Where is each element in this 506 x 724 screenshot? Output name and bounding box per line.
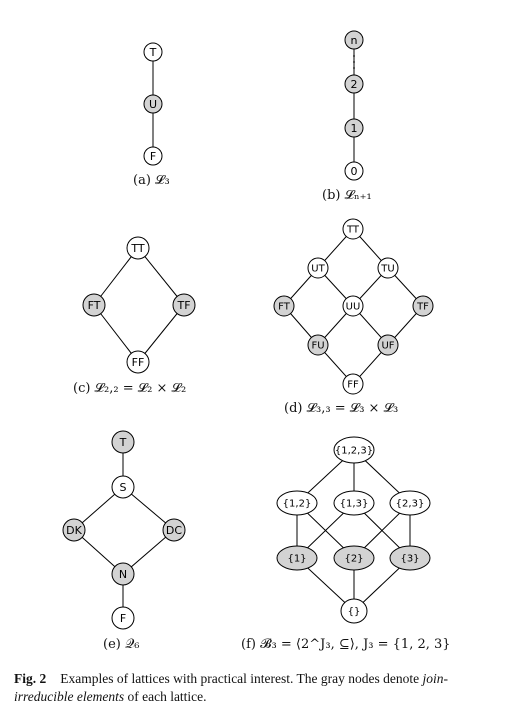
node-label: U (149, 98, 157, 111)
node-label: {1} (287, 554, 306, 565)
node-label: TT (346, 225, 360, 236)
node-label: UF (381, 341, 394, 352)
caption-f: (f) 𝓑₃ = ⟨2^J₃, ⊆⟩, J₃ = {1, 2, 3} (241, 637, 451, 652)
node-n-shape (344, 30, 364, 50)
node-label: TF (176, 299, 190, 312)
edge-TT-FT (93, 247, 139, 306)
node-label: DC (166, 524, 182, 537)
node-label: FF (132, 356, 145, 369)
ellipsis-dots (353, 55, 355, 69)
node-2-shape (333, 545, 375, 571)
node-label: n (351, 34, 358, 47)
node-123-shape (333, 436, 375, 464)
dot (353, 55, 355, 57)
node-F-shape (111, 606, 135, 630)
node-2-shape (344, 74, 364, 94)
node-1-shape (344, 118, 364, 138)
node-23-shape (389, 490, 431, 516)
caption-a: (a) 𝓛₃ (133, 173, 170, 188)
figure-caption: Fig. 2 Examples of lattices with practica… (14, 670, 494, 706)
node-FF-shape (342, 373, 364, 395)
lattice-d: TT UT TU FT UU TF FU UF FF (273, 218, 434, 395)
node-FT-shape (273, 295, 295, 317)
node-label: DK (66, 524, 82, 537)
node-label: N (119, 568, 127, 581)
node-label: F (150, 150, 156, 163)
edge-FT-FF (93, 304, 139, 363)
node-label: 1 (351, 122, 358, 135)
lattice-a: T U F (143, 42, 163, 166)
figure-caption-emphasis: join-irreducible elements (14, 671, 449, 704)
node-FU-shape (307, 334, 329, 356)
lattice-f: {1,2,3} {1,2} {1,3} {2,3} {1} {2} {3} {} (276, 436, 431, 624)
node-label: T (149, 46, 157, 59)
caption-d: (d) 𝓛₃,₃ = 𝓛₃ × 𝓛₃ (284, 401, 399, 416)
node-label: FT (88, 299, 101, 312)
node-UF-shape (377, 334, 399, 356)
node-0-shape (344, 161, 364, 181)
node-UU-shape (342, 295, 364, 317)
node-label: {} (348, 607, 361, 618)
node-label: {2,3} (396, 499, 425, 510)
lattice-b: n 2 1 0 (344, 30, 364, 181)
node-U-shape (143, 94, 163, 114)
node-label: UT (311, 264, 325, 275)
node-0-shape (340, 598, 368, 624)
figure-caption-end: of each lattice. (124, 689, 207, 704)
node-label: TU (380, 264, 394, 275)
node-1-shape (276, 545, 318, 571)
lattice-c: TT FT TF FF (82, 236, 196, 374)
node-label: TT (130, 242, 145, 255)
node-label: TF (416, 302, 429, 313)
node-TT-shape (342, 218, 364, 240)
node-label: 2 (351, 78, 358, 91)
node-S-shape (111, 475, 135, 499)
node-label: {2} (344, 554, 363, 565)
node-F-shape (143, 146, 163, 166)
node-TF-shape (412, 295, 434, 317)
lattice-e: T S DK DC N F (62, 430, 186, 630)
node-DC-shape (162, 518, 186, 542)
node-T-shape (111, 430, 135, 454)
node-TT-shape (126, 236, 150, 260)
node-UT-shape (307, 257, 329, 279)
node-label: {1,2} (283, 499, 312, 510)
node-label: S (120, 481, 127, 494)
node-FT-shape (82, 293, 106, 317)
node-3-shape (389, 545, 431, 571)
node-label: FU (311, 341, 324, 352)
node-label: FT (278, 302, 291, 313)
edge-TT-TF (137, 247, 185, 306)
node-N-shape (111, 562, 135, 586)
node-label: FF (347, 380, 359, 391)
node-T-shape (143, 42, 163, 62)
node-label: {1,2,3} (335, 446, 373, 457)
node-13-shape (333, 490, 375, 516)
node-FF-shape (126, 350, 150, 374)
dot (353, 67, 355, 69)
node-label: {1,3} (340, 499, 369, 510)
node-DK-shape (62, 518, 86, 542)
edge-TF-FF (137, 304, 185, 363)
node-12-shape (276, 490, 318, 516)
node-label: UU (346, 302, 361, 313)
node-label: 0 (351, 165, 358, 178)
figure-label: Fig. 2 (14, 671, 47, 686)
caption-e: (e) 𝒬₆ (103, 637, 140, 652)
caption-c: (c) 𝓛₂,₂ = 𝓛₂ × 𝓛₂ (73, 381, 187, 396)
node-TU-shape (377, 257, 399, 279)
caption-b: (b) 𝓛ₙ₊₁ (322, 188, 372, 203)
dot (353, 61, 355, 63)
figure-caption-text: Examples of lattices with practical inte… (60, 671, 423, 686)
node-label: {3} (400, 554, 419, 565)
node-label: F (120, 612, 126, 625)
node-TF-shape (172, 293, 196, 317)
node-label: T (119, 436, 127, 449)
